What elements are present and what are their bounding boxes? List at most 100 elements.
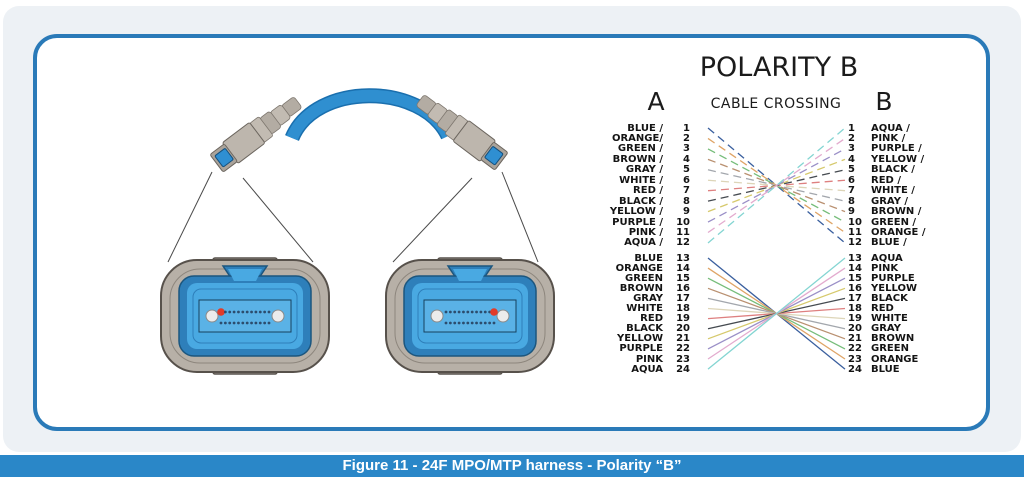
fiber-color-label-a: YELLOW / — [609, 206, 663, 218]
fiber-color-label-a: ORANGE — [615, 262, 663, 274]
fiber-color-label-b: BLACK / — [871, 164, 915, 176]
fiber-color-label-a: GREEN — [625, 272, 663, 284]
fiber-number-a: 10 — [676, 216, 690, 228]
diagram-title: POLARITY B — [699, 52, 859, 83]
fiber-dot — [457, 321, 461, 325]
fiber-dot — [245, 310, 249, 314]
fiber-number-a: 21 — [676, 333, 690, 345]
fiber-number-b: 1 — [848, 122, 855, 134]
fiber-dot — [470, 321, 474, 325]
fiber-number-b: 17 — [848, 292, 862, 304]
fiber-dot — [250, 310, 253, 314]
fiber-dots-left — [217, 308, 271, 325]
fiber-number-b: 7 — [848, 185, 855, 197]
fiber-color-label-b: YELLOW — [871, 282, 917, 294]
fiber-dots-right — [444, 308, 498, 325]
cable-illustration — [160, 88, 555, 375]
fiber-number-b: 22 — [848, 343, 862, 355]
fiber-dot — [223, 310, 227, 314]
fiber-number-b: 12 — [848, 237, 862, 249]
fiber-dot — [492, 321, 496, 325]
fiber-color-label-a: BLACK — [626, 323, 663, 335]
fiber-color-label-b: GRAY / — [871, 195, 909, 207]
fiber-dot — [479, 321, 483, 325]
fiber-color-label-a: PINK — [635, 353, 663, 365]
fiber-number-a: 20 — [676, 323, 690, 335]
fiber-dot — [254, 321, 258, 325]
fiber-number-b: 10 — [848, 216, 862, 228]
side-b-label: B — [875, 87, 893, 116]
connector-face-right — [385, 257, 555, 375]
fiber-color-label-b: PINK / — [871, 132, 906, 144]
fiber-color-label-a: WHITE — [626, 303, 663, 314]
fiber-dot — [223, 321, 227, 325]
fiber-number-b: 19 — [848, 313, 862, 325]
fiber-color-label-b: AQUA — [871, 252, 903, 264]
fiber-color-label-a: BROWN / — [612, 153, 663, 165]
fiber-color-label-b: ORANGE / — [871, 227, 926, 238]
fiber-color-label-a: AQUA — [631, 363, 663, 375]
fiber-dot — [237, 310, 240, 314]
fiber-color-label-a: WHITE / — [619, 174, 663, 186]
fiber-number-a: 8 — [683, 195, 690, 207]
fiber-color-label-b: RED / — [871, 174, 901, 186]
fiber-link-line — [707, 158, 846, 213]
fiber-dot — [462, 321, 465, 325]
fiber-number-a: 5 — [683, 164, 690, 176]
fiber-dot — [466, 321, 470, 325]
fiber-color-label-a: ORANGE/ — [611, 132, 663, 144]
fiber-dot — [263, 310, 267, 314]
fiber-color-label-b: YELLOW / — [871, 153, 925, 165]
fiber-color-label-b: GREEN — [871, 343, 909, 355]
fiber-number-b: 5 — [848, 164, 855, 176]
side-a-label: A — [647, 87, 665, 116]
red-fiber1-dot — [490, 308, 498, 316]
fiber-color-label-a: RED / — [633, 185, 663, 197]
fiber-number-b: 13 — [848, 252, 862, 264]
fiber-dot — [267, 321, 271, 325]
fiber-number-a: 14 — [676, 262, 690, 274]
fiber-color-label-a: PURPLE / — [612, 216, 663, 228]
diagram-subtitle: CABLE CROSSING — [710, 96, 842, 112]
fiber-number-a: 22 — [676, 343, 690, 355]
fiber-number-a: 3 — [683, 143, 690, 155]
fiber-number-b: 6 — [848, 174, 855, 186]
fiber-dot — [250, 321, 253, 325]
fiber-link-line — [707, 137, 846, 234]
fiber-color-label-a: GRAY — [633, 292, 663, 304]
fiber-dot — [267, 310, 271, 314]
mpo-connector-right — [411, 89, 510, 173]
fiber-dot — [448, 310, 452, 314]
fiber-number-b: 11 — [848, 227, 862, 238]
fiber-color-label-a: BLUE / — [627, 122, 663, 134]
fiber-number-b: 21 — [848, 333, 862, 345]
fiber-dot — [444, 310, 448, 314]
fiber-color-label-b: RED — [871, 303, 894, 314]
fiber-dot — [237, 321, 240, 325]
fiber-number-b: 16 — [848, 282, 862, 294]
fiber-color-label-a: RED — [640, 313, 663, 325]
fiber-number-a: 12 — [676, 237, 690, 249]
figure-caption: Figure 11 - 24F MPO/MTP harness - Polari… — [0, 455, 1024, 477]
fiber-number-b: 4 — [848, 153, 855, 165]
fiber-number-b: 9 — [848, 206, 855, 218]
fiber-color-label-b: GREEN / — [871, 216, 917, 228]
fiber-number-b: 3 — [848, 143, 855, 155]
fiber-number-a: 4 — [683, 153, 690, 165]
fiber-color-label-a: AQUA / — [624, 237, 663, 249]
magnifier-lines — [167, 171, 539, 263]
fiber-number-b: 8 — [848, 195, 855, 207]
fiber-color-label-b: PURPLE / — [871, 143, 922, 155]
fiber-number-b: 15 — [848, 272, 862, 284]
fiber-color-label-b: ORANGE — [871, 353, 919, 365]
fiber-dot — [453, 321, 457, 325]
fiber-color-label-b: BLACK — [871, 292, 908, 304]
fiber-crossing-lines — [707, 127, 846, 370]
fiber-color-label-a: BLUE — [634, 252, 663, 264]
fiber-number-b: 14 — [848, 262, 862, 274]
fiber-dot — [258, 321, 262, 325]
fiber-number-a: 23 — [676, 353, 690, 365]
fiber-link-line — [707, 158, 846, 213]
fiber-dot — [232, 321, 236, 325]
